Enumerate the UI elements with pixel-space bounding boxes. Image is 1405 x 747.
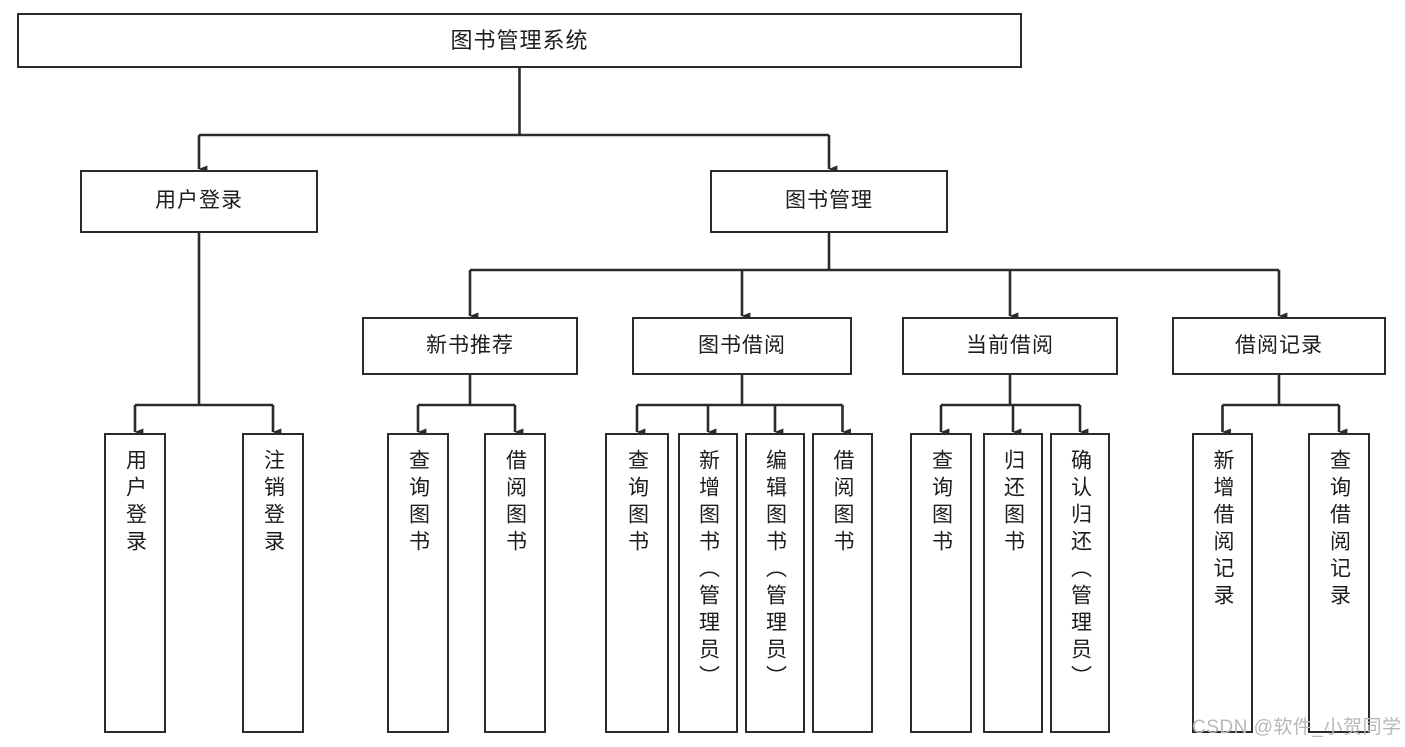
node-leaf-edit-book-label: 编辑图书（管理员） — [763, 449, 787, 692]
node-root[interactable]: 图书管理系统 — [17, 13, 1022, 68]
node-leaf-logout-label: 注销登录 — [261, 449, 285, 557]
node-leaf-confirm-return[interactable]: 确认归还（管理员） — [1050, 433, 1110, 733]
node-user-login[interactable]: 用户登录 — [80, 170, 318, 233]
node-leaf-user-login[interactable]: 用户登录 — [104, 433, 166, 733]
node-leaf-add-book-label: 新增图书（管理员） — [696, 449, 720, 692]
node-leaf-borrow-book-1-label: 借阅图书 — [503, 449, 527, 557]
node-leaf-query-book-1-label: 查询图书 — [406, 449, 430, 557]
node-book-manage-label: 图书管理 — [785, 189, 873, 213]
node-root-label: 图书管理系统 — [450, 27, 589, 53]
node-leaf-return-book-label: 归还图书 — [1001, 449, 1025, 557]
node-leaf-query-book-1[interactable]: 查询图书 — [387, 433, 449, 733]
node-borrow-record-label: 借阅记录 — [1235, 333, 1323, 357]
node-leaf-query-record[interactable]: 查询借阅记录 — [1308, 433, 1370, 733]
node-leaf-query-record-label: 查询借阅记录 — [1327, 449, 1351, 611]
node-leaf-user-login-label: 用户登录 — [123, 449, 147, 557]
node-leaf-add-record-label: 新增借阅记录 — [1211, 449, 1234, 611]
node-leaf-query-book-3-label: 查询图书 — [929, 449, 953, 557]
node-leaf-borrow-book-2-label: 借阅图书 — [831, 449, 854, 557]
node-current-borrow[interactable]: 当前借阅 — [902, 317, 1118, 375]
node-book-borrow[interactable]: 图书借阅 — [632, 317, 852, 375]
node-new-book-recommend[interactable]: 新书推荐 — [362, 317, 578, 375]
node-leaf-add-record[interactable]: 新增借阅记录 — [1192, 433, 1253, 733]
node-leaf-query-book-3[interactable]: 查询图书 — [910, 433, 972, 733]
node-leaf-query-book-2[interactable]: 查询图书 — [605, 433, 669, 733]
node-current-borrow-label: 当前借阅 — [966, 333, 1054, 357]
node-borrow-record[interactable]: 借阅记录 — [1172, 317, 1386, 375]
node-leaf-logout[interactable]: 注销登录 — [242, 433, 304, 733]
node-book-manage[interactable]: 图书管理 — [710, 170, 948, 233]
node-leaf-return-book[interactable]: 归还图书 — [983, 433, 1043, 733]
node-new-book-recommend-label: 新书推荐 — [426, 333, 514, 357]
node-leaf-add-book[interactable]: 新增图书（管理员） — [678, 433, 738, 733]
node-leaf-query-book-2-label: 查询图书 — [625, 449, 649, 557]
node-leaf-confirm-return-label: 确认归还（管理员） — [1068, 449, 1092, 692]
node-leaf-edit-book[interactable]: 编辑图书（管理员） — [745, 433, 805, 733]
node-leaf-borrow-book-2[interactable]: 借阅图书 — [812, 433, 873, 733]
node-leaf-borrow-book-1[interactable]: 借阅图书 — [484, 433, 546, 733]
node-book-borrow-label: 图书借阅 — [698, 333, 786, 357]
node-user-login-label: 用户登录 — [155, 189, 243, 213]
